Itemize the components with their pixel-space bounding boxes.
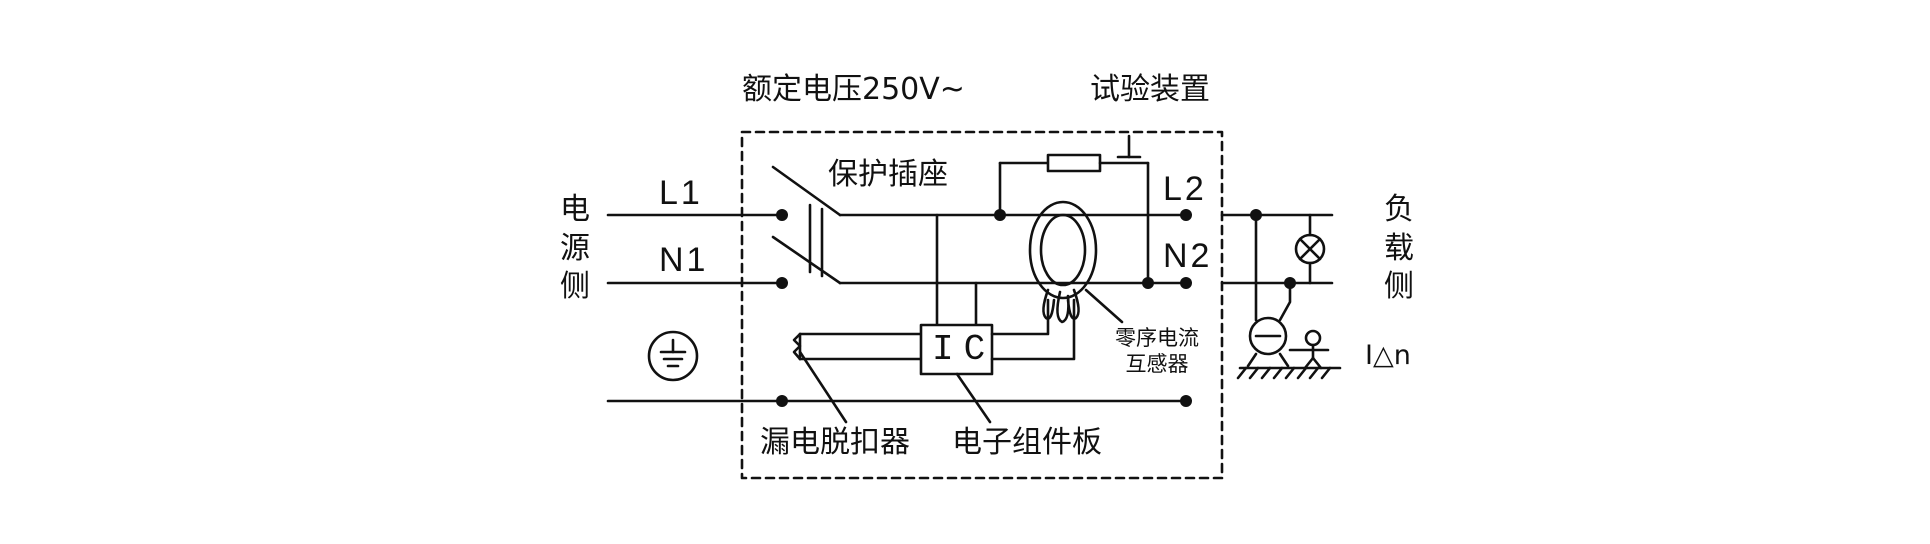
terminal-dot-n1-in: [776, 277, 788, 289]
ct-winding: [1042, 288, 1080, 324]
leakage-trip-label: 漏电脱扣器: [760, 425, 910, 460]
protective-socket-label: 保护插座: [828, 157, 948, 192]
junction-n-test: [1142, 277, 1154, 289]
leakage-trip-leader: [798, 350, 848, 424]
load-side-char-1: 负: [1384, 192, 1414, 227]
person-touch-icon: [1304, 329, 1322, 347]
switch-contact-l: [771, 165, 842, 217]
zero-sequence-ct-line-1: 零序电流: [1115, 326, 1199, 350]
terminal-dot-l1-in: [776, 209, 788, 221]
source-side-char-3: 侧: [560, 269, 590, 304]
terminal-n2-label: N2: [1163, 237, 1213, 275]
lamp-load-icon: [1294, 233, 1326, 265]
zero-sequence-ct-label: 零序电流 互感器: [1115, 326, 1199, 376]
device-enclosure: [740, 130, 1224, 480]
load-side-char-2: 载: [1384, 230, 1414, 266]
switch-contact-n: [771, 235, 842, 285]
ct-leader: [1084, 288, 1124, 324]
source-side-char-1: 电: [560, 192, 590, 227]
leak-current-label: I△n: [1365, 340, 1411, 371]
terminal-n1-label: N1: [659, 241, 709, 279]
ic-board-leader: [955, 372, 992, 424]
junction-load-l: [1250, 209, 1262, 221]
load-side-label: 负 载 侧: [1384, 192, 1414, 305]
source-side-label: 电 源 侧: [560, 192, 590, 305]
source-side-char-2: 源: [560, 230, 590, 266]
test-device-label: 试验装置: [1090, 72, 1210, 107]
motor-foot-left: [1246, 352, 1258, 368]
trip-coil-wiggle: [792, 332, 802, 361]
rated-voltage-label: 额定电压250V~: [742, 72, 965, 107]
ic-board-box: [919, 323, 994, 376]
electronic-board-label: 电子组件板: [952, 425, 1102, 460]
terminal-dot-ground-out: [1180, 395, 1192, 407]
person-leg-l: [1303, 356, 1315, 370]
terminal-dot-n2: [1180, 277, 1192, 289]
lamp-cross-2: [1298, 237, 1322, 261]
zero-sequence-ct-line-2: 互感器: [1125, 352, 1189, 377]
wire-ct-signal-lower: [990, 298, 1076, 361]
wire-ct-signal-upper: [990, 298, 1050, 336]
test-resistor: [1046, 153, 1102, 173]
terminal-l2-label: L2: [1163, 170, 1207, 208]
load-side-char-3: 侧: [1384, 269, 1414, 304]
ct-core-inner: [1039, 213, 1087, 287]
terminal-dot-l2: [1180, 209, 1192, 221]
terminal-dot-ground-in: [776, 395, 788, 407]
junction-load-n: [1284, 277, 1296, 289]
ground-symbol-icon: [647, 330, 699, 382]
wire-motor-n: [1278, 281, 1292, 322]
terminal-l1-label: L1: [659, 174, 703, 212]
earth-hatching: [1236, 366, 1332, 380]
ic-label: IC: [932, 329, 996, 370]
ct-core-outer: [1028, 200, 1098, 300]
junction-test: [994, 209, 1006, 221]
motor-foot-right: [1278, 352, 1290, 368]
person-leg-r: [1311, 356, 1323, 370]
motor-load-icon: [1248, 316, 1288, 356]
